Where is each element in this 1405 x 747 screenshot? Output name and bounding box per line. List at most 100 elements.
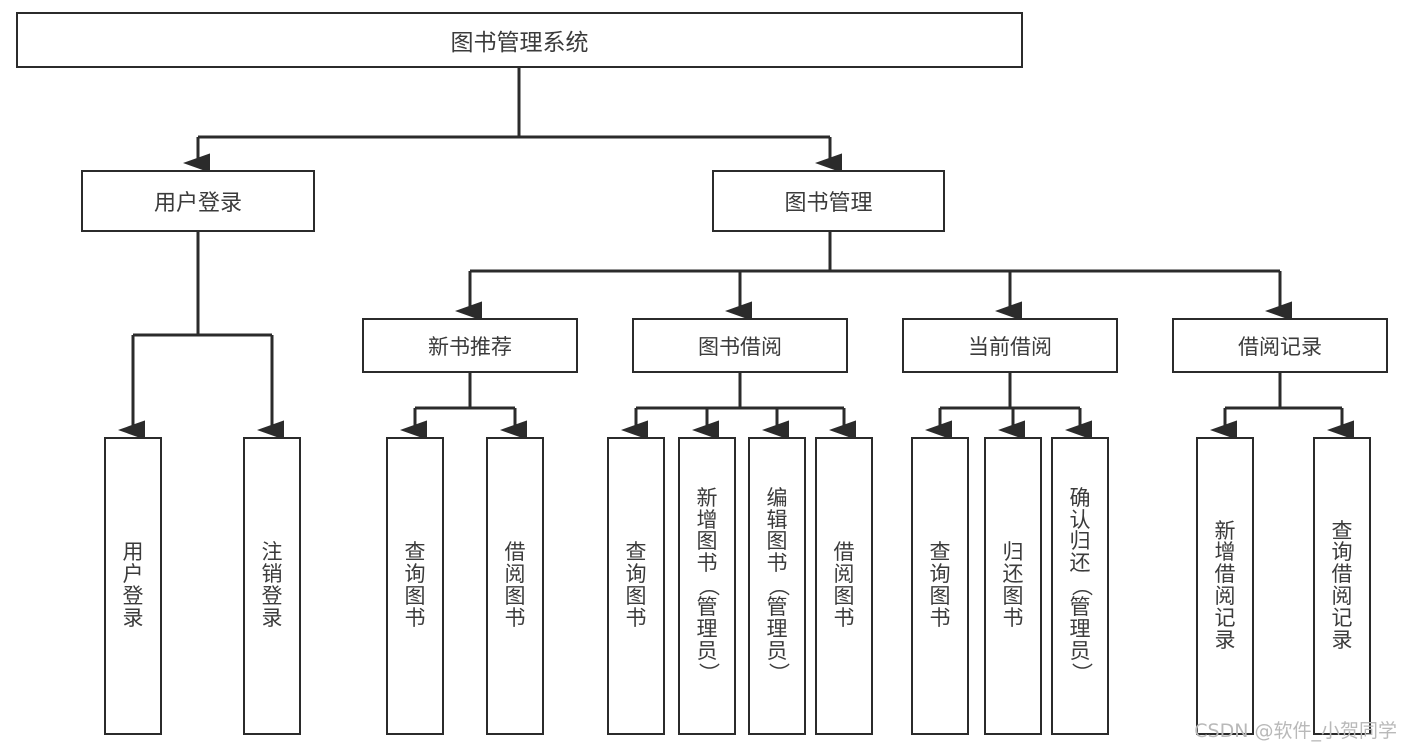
- leaf-node[interactable]: 归还图书: [984, 437, 1042, 735]
- leaf-char: 图: [404, 584, 426, 608]
- leaf-char: 理: [1069, 616, 1091, 641]
- leaf-char: 登: [261, 584, 283, 608]
- leaf-char: 录: [261, 605, 283, 630]
- leaf-char: 图: [625, 584, 647, 608]
- leaf-char: 阅: [1331, 584, 1353, 608]
- leaf-char: 辑: [766, 507, 788, 532]
- leaf-char: 录: [1214, 627, 1236, 652]
- leaf-char: 员: [696, 638, 718, 663]
- leaf-char: 归: [1002, 540, 1024, 565]
- node-current-borrow-label: 当前借阅: [968, 334, 1052, 359]
- leaf-char: 图: [696, 529, 718, 554]
- node-current-borrow[interactable]: 当前借阅: [902, 318, 1118, 373]
- leaf-char: 书: [404, 605, 426, 630]
- leaf-char: 图: [766, 529, 788, 554]
- leaf-char: 录: [122, 605, 144, 630]
- leaf-char: 理: [766, 616, 788, 641]
- leaf-char: ）: [765, 662, 790, 684]
- leaf-char: 查: [929, 540, 951, 565]
- node-new-book-recommend[interactable]: 新书推荐: [362, 318, 578, 373]
- leaf-node[interactable]: 注销登录: [243, 437, 301, 735]
- leaf-char: （: [765, 575, 790, 597]
- leaf-node-label: 新增图书（管理员）: [680, 443, 734, 729]
- leaf-char: 管: [696, 594, 718, 619]
- leaf-node-label: 新增借阅记录: [1198, 443, 1252, 729]
- leaf-char: 询: [1331, 540, 1353, 565]
- leaf-char: 阅: [833, 562, 855, 587]
- node-borrow-record[interactable]: 借阅记录: [1172, 318, 1388, 373]
- node-book-borrow[interactable]: 图书借阅: [632, 318, 848, 373]
- leaf-char: 户: [122, 562, 144, 587]
- leaf-node[interactable]: 用户登录: [104, 437, 162, 735]
- leaf-node-label: 查询图书: [609, 443, 663, 729]
- leaf-node[interactable]: 查询图书: [386, 437, 444, 735]
- node-book-borrow-label: 图书借阅: [698, 334, 782, 359]
- leaf-char: 借: [1214, 562, 1236, 587]
- leaf-char: 录: [1331, 627, 1353, 652]
- leaf-char: 新: [1214, 518, 1236, 543]
- leaf-node[interactable]: 新增图书（管理员）: [678, 437, 736, 735]
- leaf-char: 书: [833, 605, 855, 630]
- leaf-char: 新: [696, 485, 718, 510]
- leaf-node-label: 用户登录: [106, 443, 160, 729]
- leaf-char: 编: [766, 485, 788, 510]
- leaf-node[interactable]: 编辑图书（管理员）: [748, 437, 806, 735]
- node-book-management[interactable]: 图书管理: [712, 170, 945, 232]
- leaf-char: 查: [1331, 518, 1353, 543]
- leaf-char: 销: [261, 562, 283, 587]
- leaf-node-label: 查询图书: [388, 443, 442, 729]
- leaf-char: 还: [1069, 551, 1091, 576]
- leaf-char: ）: [1068, 662, 1093, 684]
- node-borrow-record-label: 借阅记录: [1238, 334, 1322, 359]
- leaf-char: 图: [504, 584, 526, 608]
- leaf-char: 员: [766, 638, 788, 663]
- leaf-char: 员: [1069, 638, 1091, 663]
- leaf-char: 询: [625, 562, 647, 587]
- leaf-node[interactable]: 查询图书: [911, 437, 969, 735]
- node-new-book-recommend-label: 新书推荐: [428, 334, 512, 359]
- leaf-char: 登: [122, 584, 144, 608]
- leaf-char: 增: [1214, 540, 1236, 565]
- leaf-char: 图: [833, 584, 855, 608]
- node-book-management-label: 图书管理: [784, 191, 873, 216]
- watermark: CSDN @软件_小贺同学: [1194, 720, 1397, 742]
- leaf-char: 询: [404, 562, 426, 587]
- node-user-login-label: 用户登录: [153, 191, 242, 216]
- leaf-node-label: 查询借阅记录: [1315, 443, 1369, 729]
- leaf-node-label: 编辑图书（管理员）: [750, 443, 804, 729]
- leaf-node-label: 归还图书: [986, 443, 1040, 729]
- node-root[interactable]: 图书管理系统: [16, 12, 1023, 68]
- leaf-node[interactable]: 确认归还（管理员）: [1051, 437, 1109, 735]
- leaf-node-label: 借阅图书: [817, 443, 871, 729]
- leaf-node[interactable]: 新增借阅记录: [1196, 437, 1254, 735]
- leaf-node[interactable]: 查询借阅记录: [1313, 437, 1371, 735]
- leaf-char: 认: [1069, 507, 1091, 532]
- leaf-char: 理: [696, 616, 718, 641]
- leaf-char: 还: [1002, 562, 1024, 587]
- leaf-char: 书: [929, 605, 951, 630]
- leaf-char: 图: [1002, 584, 1024, 608]
- leaf-node[interactable]: 查询图书: [607, 437, 665, 735]
- leaf-node[interactable]: 借阅图书: [815, 437, 873, 735]
- leaf-char: （: [695, 575, 720, 597]
- leaf-char: 借: [833, 540, 855, 565]
- leaf-char: 归: [1069, 529, 1091, 554]
- node-user-login[interactable]: 用户登录: [81, 170, 315, 232]
- leaf-node-label: 注销登录: [245, 443, 299, 729]
- leaf-char: 书: [1002, 605, 1024, 630]
- leaf-char: 阅: [504, 562, 526, 587]
- leaf-char: 管: [766, 594, 788, 619]
- leaf-char: 记: [1331, 605, 1353, 630]
- leaf-char: ）: [695, 662, 720, 684]
- leaf-char: 管: [1069, 594, 1091, 619]
- leaf-char: 书: [504, 605, 526, 630]
- leaf-char: 书: [625, 605, 647, 630]
- leaf-char: 注: [261, 540, 283, 565]
- leaf-node-label: 借阅图书: [488, 443, 542, 729]
- leaf-char: 借: [504, 540, 526, 565]
- leaf-char: 查: [404, 540, 426, 565]
- leaf-char: 借: [1331, 562, 1353, 587]
- leaf-node[interactable]: 借阅图书: [486, 437, 544, 735]
- node-root-label: 图书管理系统: [450, 30, 589, 56]
